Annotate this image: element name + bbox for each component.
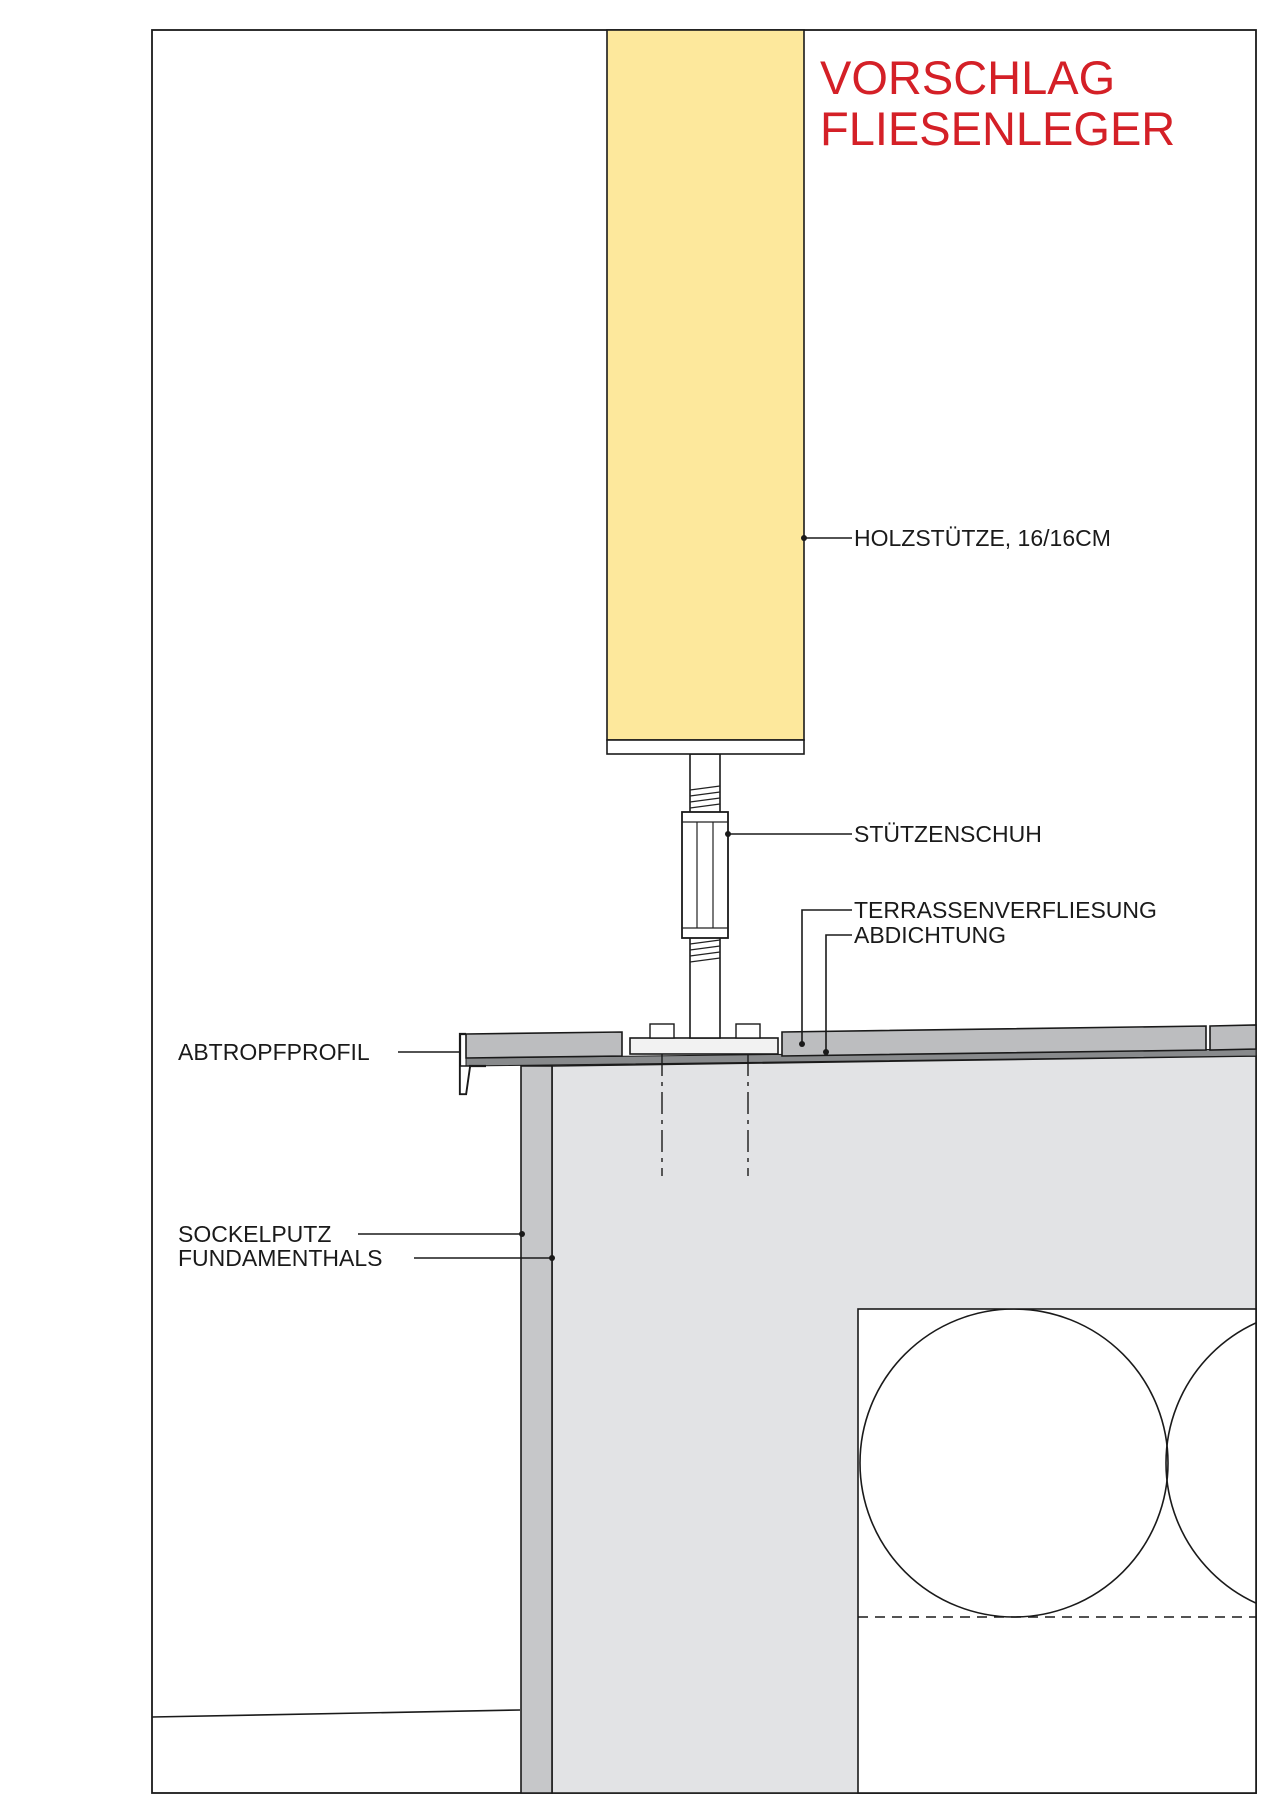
leader-fundamenthals	[414, 1255, 555, 1261]
label-abdichtung: ABDICHTUNG	[854, 922, 1006, 948]
base-plate	[629, 1037, 779, 1055]
plinth-plaster	[520, 1065, 553, 1794]
leader-stuetzenschuh	[725, 831, 852, 837]
column-shoe-nut	[681, 811, 729, 939]
terrace-tile	[1209, 1024, 1257, 1051]
pipe-void	[857, 1308, 1257, 1794]
drip-profile-nose	[459, 1065, 471, 1095]
terrace-tile	[465, 1031, 623, 1059]
rod-thread-upper	[689, 785, 721, 809]
label-stuetzenschuh: STÜTZENSCHUH	[854, 821, 1042, 847]
leader-sockelputz	[358, 1231, 525, 1237]
label-terrassenverfliesung: TERRASSENVERFLIESUNG	[854, 897, 1157, 923]
rod-thread-lower	[689, 939, 721, 963]
leader-terrassenverfliesung	[799, 909, 852, 1047]
leader-holzstuetze	[801, 535, 852, 541]
drain-pipe-circle	[1165, 1322, 1256, 1604]
timber-column	[606, 29, 805, 741]
title-line-1: VORSCHLAG	[820, 51, 1115, 104]
label-sockelputz: SOCKELPUTZ	[178, 1221, 331, 1247]
label-holzstuetze: HOLZSTÜTZE, 16/16CM	[854, 525, 1111, 551]
label-abtropfprofil: ABTROPFPROFIL	[178, 1039, 370, 1065]
terrace-tile	[781, 1025, 1207, 1057]
column-end-plate	[606, 739, 805, 755]
ground-line	[151, 1709, 521, 1718]
label-fundamenthals: FUNDAMENTHALS	[178, 1245, 382, 1271]
leader-abdichtung	[823, 934, 852, 1055]
title-line-2: FLIESENLEGER	[820, 102, 1175, 155]
anchor-bolt-nut	[649, 1023, 675, 1039]
anchor-bolt-nut	[735, 1023, 761, 1039]
